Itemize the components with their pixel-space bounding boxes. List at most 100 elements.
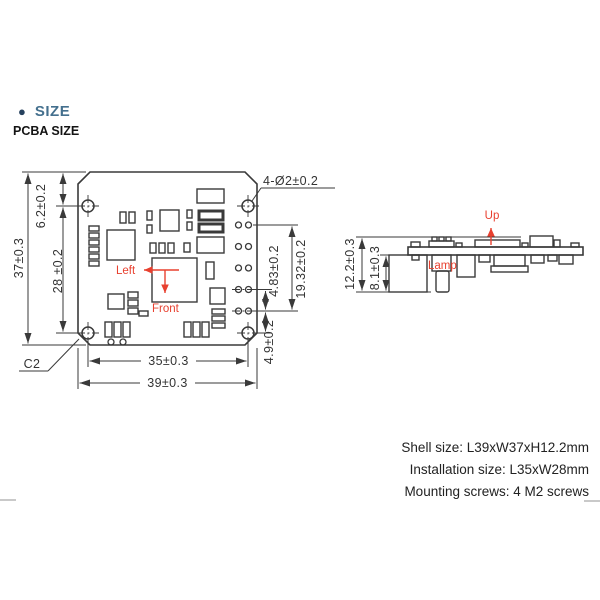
- page-edge-mark-left: [0, 499, 16, 501]
- component: [205, 261, 215, 280]
- label-front: Front: [152, 303, 180, 315]
- component: [138, 310, 149, 317]
- side-components: [388, 235, 580, 293]
- pcb-front-view: Left Front: [12, 171, 335, 390]
- component: [107, 338, 115, 346]
- component: [127, 299, 139, 307]
- component: [553, 239, 561, 248]
- component: [493, 254, 526, 267]
- component: [529, 235, 554, 248]
- section-title: SIZE: [34, 103, 71, 120]
- component: [530, 254, 545, 264]
- component: [113, 321, 122, 338]
- component: [146, 224, 153, 234]
- label-up: Up: [485, 210, 500, 222]
- component: [411, 254, 420, 261]
- section-header: ● SIZE: [18, 103, 70, 120]
- component: [104, 321, 113, 338]
- component: [107, 293, 125, 310]
- component: [186, 221, 193, 231]
- page-edge-mark-right: [584, 500, 600, 502]
- component: [211, 308, 226, 315]
- component: [149, 242, 157, 254]
- dim-pad-pitch: 4.83±0.2: [267, 245, 281, 297]
- hole-callout-text: 4-Ø2±0.2: [263, 174, 318, 188]
- component: [186, 209, 193, 219]
- component: [521, 242, 529, 248]
- component: [196, 188, 225, 204]
- component: [201, 321, 210, 338]
- dim-side-height-body: 8.1±0.3: [368, 246, 382, 290]
- label-left: Left: [116, 265, 136, 277]
- component: [431, 236, 438, 242]
- dim-width-total: 39±0.3: [147, 376, 188, 390]
- extension-lines: [22, 171, 298, 389]
- component: [211, 315, 226, 322]
- lamp-barrel: [435, 270, 450, 293]
- component: [570, 242, 580, 248]
- mounting-hole: [237, 195, 259, 217]
- pcb-board-edge: [407, 246, 584, 256]
- component-ic: [106, 229, 136, 261]
- dim-top-to-hole: 6.2±0.2: [34, 184, 48, 228]
- pcb-outline: [77, 171, 258, 346]
- component: [474, 239, 521, 248]
- component: [128, 211, 136, 224]
- note-shell-size: Shell size: L39xW37xH12.2mm: [401, 440, 589, 455]
- component: [209, 287, 226, 305]
- component: [490, 265, 529, 273]
- component: [183, 242, 191, 253]
- component: [88, 239, 100, 246]
- note-installation-size: Installation size: L35xW28mm: [409, 462, 589, 477]
- component: [127, 307, 139, 315]
- component: [558, 254, 574, 265]
- component: [197, 209, 225, 222]
- orientation-annotations: Left Front: [116, 265, 180, 315]
- dim-hole-spacing-v: 28 ±0.2: [51, 249, 65, 293]
- component: [146, 210, 153, 221]
- dimensions: 37±0.3 6.2±0.2 28 ±0.2 35±0.3 39±0.3 4.8…: [12, 173, 308, 390]
- component: [438, 236, 445, 242]
- dim-pad-span: 19.32±0.2: [294, 239, 308, 298]
- component: [478, 254, 491, 263]
- component: [88, 246, 100, 253]
- dim-pad-to-hole: 4.9±0.2: [262, 320, 276, 364]
- component: [88, 225, 100, 232]
- section-bullet-icon: ●: [18, 104, 26, 119]
- component: [88, 232, 100, 239]
- component: [456, 254, 476, 278]
- component: [211, 322, 226, 329]
- spec-notes: Shell size: L39xW37xH12.2mm Installation…: [401, 437, 589, 503]
- page-subtitle: PCBA SIZE: [13, 124, 80, 138]
- component: [127, 291, 139, 299]
- pcb-side-view: 12.2±0.3 8.1±0.3: [343, 210, 584, 293]
- pcb-components: [88, 188, 226, 346]
- note-mounting-screws: Mounting screws: 4 M2 screws: [404, 484, 589, 499]
- dim-side-height-total: 12.2±0.3: [343, 238, 357, 290]
- component: [88, 260, 100, 267]
- component: [88, 253, 100, 260]
- component-main-ic: [151, 257, 198, 303]
- component: [410, 241, 421, 248]
- component: [119, 211, 127, 224]
- dim-height-total: 37±0.3: [12, 238, 26, 279]
- chamfer-callout: C2: [19, 338, 80, 372]
- component: [183, 321, 192, 338]
- component-ic: [159, 209, 180, 232]
- component: [445, 236, 452, 242]
- label-lamp: Lamp: [428, 260, 457, 272]
- component: [119, 338, 127, 346]
- component: [122, 321, 131, 338]
- component: [428, 240, 455, 248]
- hole-callout: 4-Ø2±0.2: [251, 174, 335, 202]
- component: [158, 242, 166, 254]
- component-housing: [388, 254, 428, 293]
- component: [547, 254, 558, 262]
- component: [167, 242, 175, 254]
- mounting-hole: [77, 195, 99, 217]
- component: [455, 242, 463, 248]
- component: [192, 321, 201, 338]
- solder-pad-rows: [232, 221, 254, 315]
